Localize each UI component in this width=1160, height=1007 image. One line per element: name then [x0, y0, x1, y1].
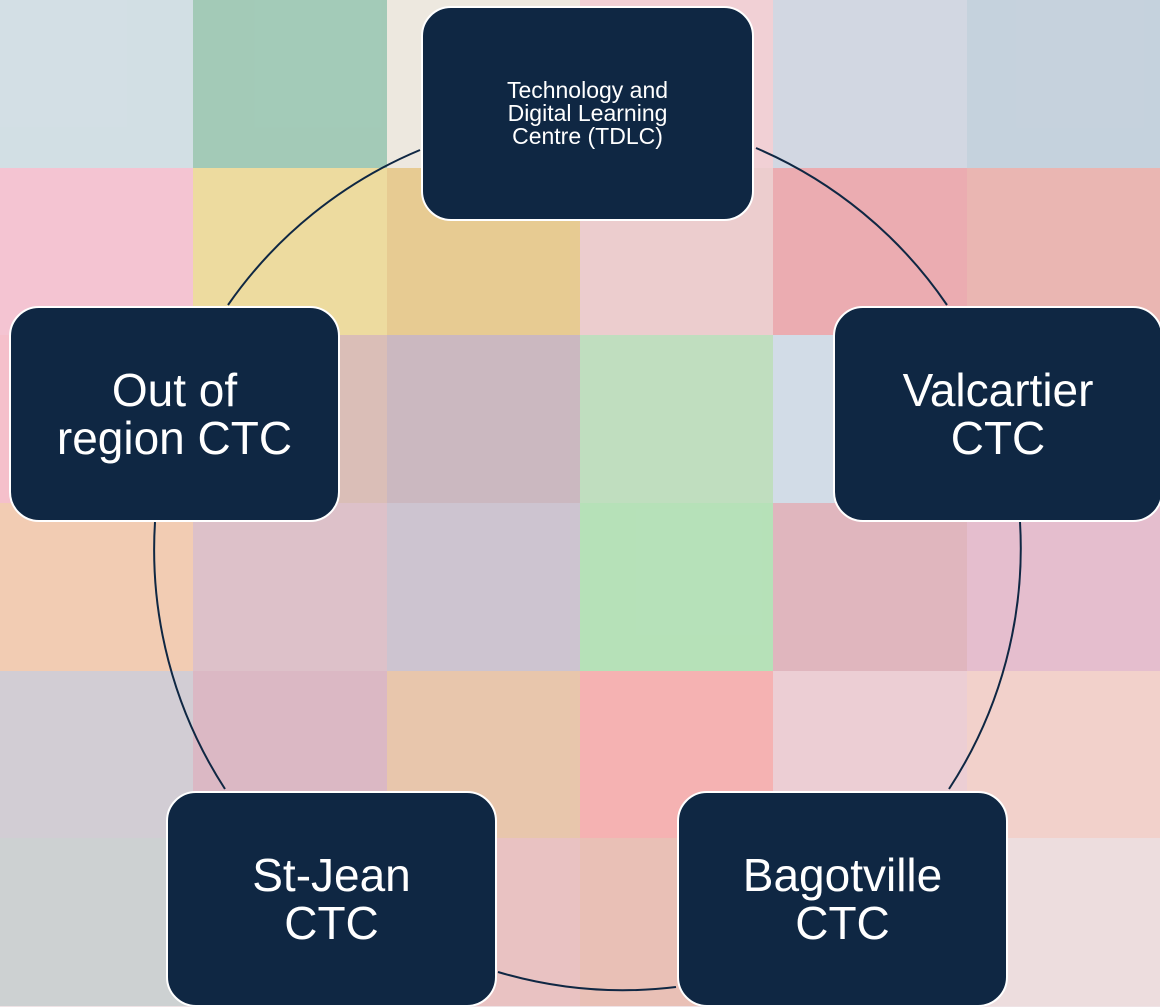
- node-valcartier-line-2: CTC: [950, 412, 1046, 464]
- collage-tile: [773, 0, 967, 168]
- node-out-of-region-ctc: Out of region CTC: [9, 306, 340, 522]
- node-stjean-line-2: CTC: [284, 897, 379, 949]
- node-valcartier-ctc: Valcartier CTC: [833, 306, 1160, 522]
- collage-tile: [0, 838, 193, 1006]
- node-tdlc-line-2: Digital Learning: [507, 100, 668, 126]
- connector-valcartier-to-bagotville: [948, 521, 1022, 790]
- collage-tile: [0, 0, 193, 168]
- node-bagotville-line-1: Bagotville: [742, 849, 943, 901]
- collage-tile: [967, 503, 1160, 671]
- connector-outofregion-to-tdlc: [227, 149, 421, 306]
- collage-tile: [0, 671, 193, 838]
- node-bagotville-ctc: Bagotville CTC: [677, 791, 1008, 1007]
- collage-tile: [387, 335, 580, 503]
- node-stjean-line-1: St-Jean: [252, 849, 411, 901]
- collage-tile: [387, 503, 580, 671]
- collage-tile: [193, 0, 387, 168]
- collage-tile: [193, 503, 387, 671]
- collage-tile: [0, 503, 193, 671]
- node-tdlc-line-3: Centre (TDLC): [512, 123, 663, 149]
- node-valcartier-line-1: Valcartier: [902, 364, 1094, 416]
- connector-tdlc-to-valcartier: [755, 147, 948, 306]
- node-tdlc: Technology and Digital Learning Centre (…: [421, 6, 754, 221]
- collage-tile: [580, 335, 773, 503]
- node-stjean-ctc: St-Jean CTC: [166, 791, 497, 1007]
- connector-stjean-to-outofregion: [153, 521, 226, 790]
- collage-tile: [580, 503, 773, 671]
- collage-tile: [967, 0, 1160, 168]
- node-tdlc-line-1: Technology and: [506, 77, 669, 103]
- node-bagotville-line-2: CTC: [795, 897, 890, 949]
- node-outofregion-line-2: region CTC: [56, 412, 293, 464]
- node-outofregion-line-1: Out of: [111, 364, 238, 416]
- connector-bagotville-to-stjean: [497, 971, 677, 992]
- collage-tile: [773, 503, 967, 671]
